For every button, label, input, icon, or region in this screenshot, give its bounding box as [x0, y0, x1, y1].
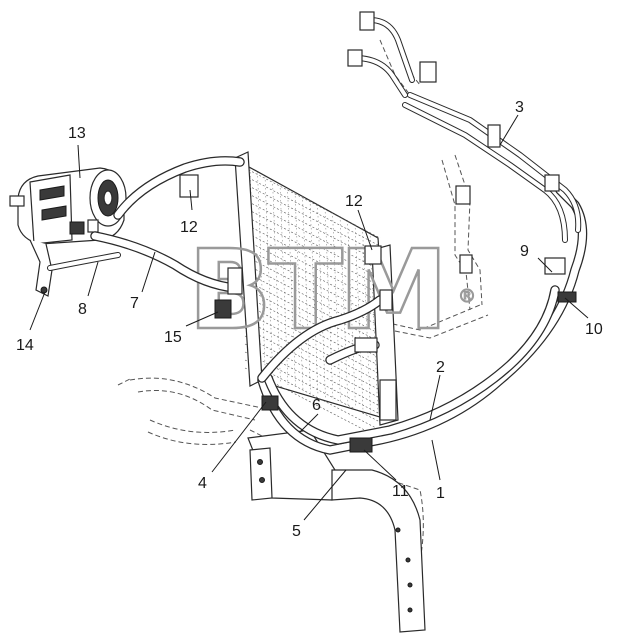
fittings [179, 11, 577, 453]
callout-15: 15 [164, 329, 182, 346]
callout-13: 13 [68, 125, 86, 142]
callout-12-right: 12 [345, 193, 363, 210]
callout-1: 1 [436, 485, 445, 502]
callout-7: 7 [130, 295, 139, 312]
callout-3: 3 [515, 99, 524, 116]
callout-6: 6 [312, 397, 321, 414]
compressor [9, 167, 127, 297]
callout-10: 10 [585, 321, 603, 338]
callout-labels: 1 2 3 4 5 6 7 8 9 10 11 12 12 13 14 15 [16, 99, 603, 540]
leader-lines [29, 114, 589, 521]
callout-4: 4 [198, 475, 207, 492]
registered-mark: ® [458, 286, 476, 307]
callout-14: 14 [16, 337, 34, 354]
callout-9: 9 [520, 243, 529, 260]
callout-12-left: 12 [180, 219, 198, 236]
callout-2: 2 [436, 359, 445, 376]
callout-5: 5 [292, 523, 301, 540]
callout-8: 8 [78, 301, 87, 318]
lower-bracket [247, 429, 426, 633]
callout-11: 11 [392, 483, 409, 500]
